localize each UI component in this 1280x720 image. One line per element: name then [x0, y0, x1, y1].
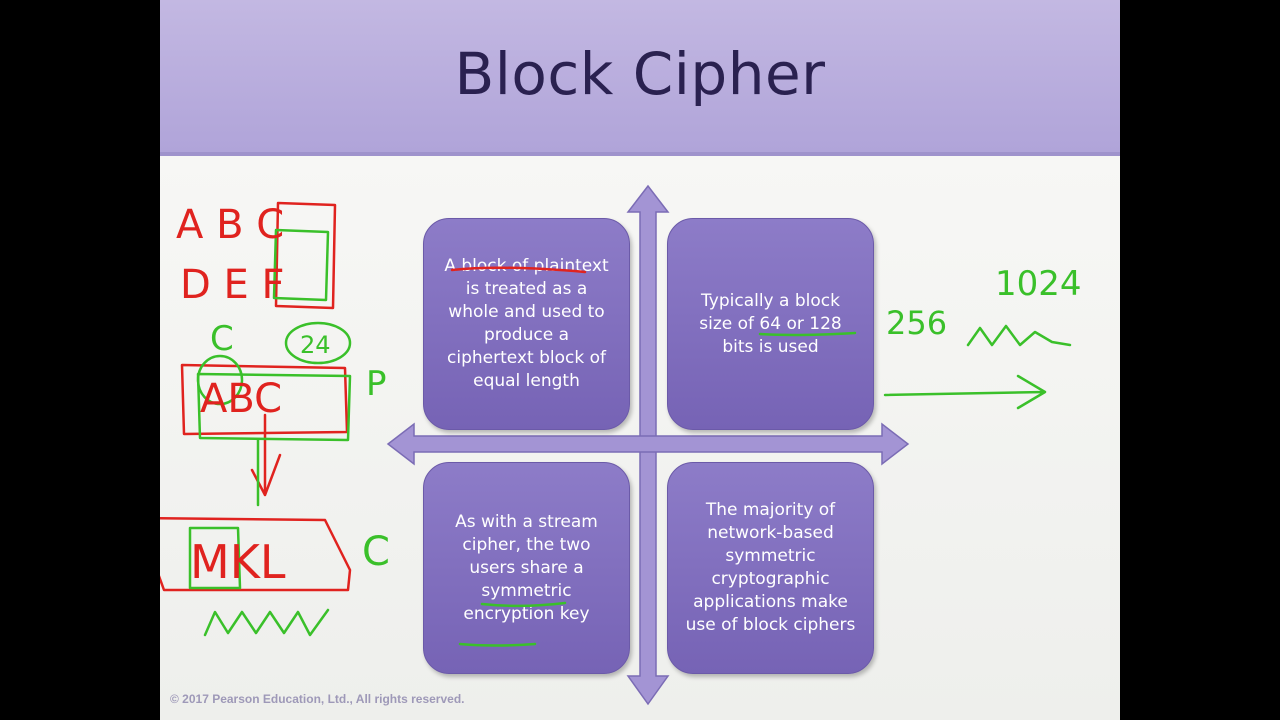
green-underline	[458, 642, 537, 647]
ink-letter-c: C	[210, 319, 234, 359]
green-underline	[758, 331, 857, 337]
quadrant-text: The majority of network-based symmetric …	[685, 500, 856, 635]
red-box	[274, 201, 337, 310]
green-wave	[966, 324, 1072, 347]
green-circle	[196, 354, 244, 406]
ink-plaintext-block: ABC	[200, 376, 282, 422]
quadrant-bottom-right: The majority of network-based symmetric …	[667, 462, 874, 674]
ink-number-1024: 1024	[995, 264, 1082, 304]
slide: Block Cipher A block of plaintext is tre…	[160, 0, 1120, 720]
title-banner: Block Cipher	[160, 0, 1120, 156]
green-box	[196, 372, 352, 442]
green-arrow-right	[883, 374, 1047, 410]
green-box	[272, 228, 330, 302]
red-underline	[450, 266, 587, 274]
horizontal-arrow	[386, 422, 910, 466]
red-arrow-down	[250, 413, 282, 497]
green-underline	[480, 601, 567, 608]
ink-letters-def: D E F	[180, 262, 285, 308]
ink-ciphertext-block: MKL	[190, 535, 286, 589]
quadrant-top-left: A block of plaintext is treated as a who…	[423, 218, 630, 430]
ink-letter-c2: C	[362, 529, 390, 575]
quadrant-arrows	[386, 184, 910, 706]
red-box	[160, 516, 352, 592]
ink-letter-p: P	[366, 364, 387, 404]
ink-letters-abc: A B C	[176, 202, 284, 248]
quadrant-text: A block of plaintext is treated as a who…	[444, 256, 609, 391]
ink-number-256: 256	[886, 304, 947, 342]
ink-annotations: A B C D E F C 24 ABC P MKL C 1024 256	[160, 201, 1082, 647]
quadrant-bottom-left: As with a stream cipher, the two users s…	[423, 462, 630, 674]
copyright-footer: © 2017 Pearson Education, Ltd., All righ…	[170, 692, 465, 706]
quadrant-text: As with a stream cipher, the two users s…	[455, 511, 598, 624]
green-wave	[203, 608, 330, 637]
green-box	[188, 526, 242, 590]
ink-circle-label: 24	[300, 331, 331, 359]
quadrant-text: Typically a block size of 64 or 128 bits…	[699, 290, 842, 357]
slide-title: Block Cipher	[454, 40, 826, 108]
green-circle	[284, 321, 352, 365]
quadrant-top-right: Typically a block size of 64 or 128 bits…	[667, 218, 874, 430]
